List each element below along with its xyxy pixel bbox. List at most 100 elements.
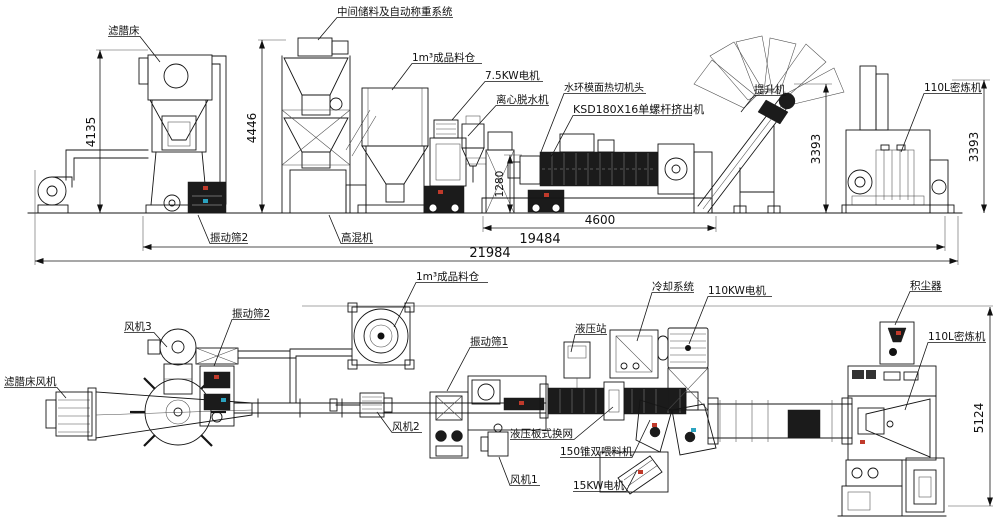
exhaust-blower-elev [37, 149, 149, 214]
fan2-label: 风机2 [392, 420, 420, 433]
extruder-label: KSD180X16单螺杆挤出机 [573, 102, 704, 116]
red-marker [652, 423, 657, 427]
feeder-150-plan [635, 367, 717, 456]
silo-plan-label: 1m³成品料仓 [416, 270, 480, 283]
centrifugal-dewater-elev [423, 115, 486, 214]
vibrating-screen-2-elev [163, 181, 227, 214]
red-marker [638, 470, 643, 474]
label-screen2-elev: 振动筛2 [197, 214, 248, 244]
fan-3-plan [147, 328, 197, 395]
dim-4135: 4135 [84, 49, 148, 213]
label-wax-bed: 滤腊床 [108, 24, 161, 63]
internal-mixer-plan [837, 365, 947, 517]
hydraulic-station-plan [563, 341, 591, 388]
label-fan3: 风机3 [124, 320, 168, 348]
dim-19484-text: 19484 [519, 232, 560, 247]
teal-marker [221, 398, 226, 402]
label-motor15: 15KW电机 [573, 469, 638, 492]
dust-collector-plan [879, 321, 915, 365]
red-marker [519, 401, 524, 405]
conveyor-plan [233, 398, 547, 418]
screen2-label: 振动筛2 [210, 231, 248, 244]
plan-view: 滤腊床风机 风机3 振动筛2 1m³成品料仓 振动筛1 液压站 冷却系统 11 [4, 270, 993, 517]
vibrating-screen-2-plan [195, 347, 239, 427]
label-dewater: 离心脱水机 [467, 93, 549, 137]
label-mixer-elev: 110L密炼机 [900, 81, 982, 153]
screen2-plan-label: 振动筛2 [232, 307, 270, 320]
hyd-station-label: 液压站 [575, 322, 607, 335]
mixer-label: 110L密炼机 [924, 81, 982, 94]
screen-changer-body [603, 381, 625, 421]
silo-pipes-plan [237, 348, 353, 404]
red-marker [203, 186, 208, 190]
label-motor110: 110KW电机 [688, 284, 772, 345]
dewater-plan [467, 375, 547, 431]
cooling-label: 冷却系统 [652, 280, 694, 293]
teal-marker [203, 199, 208, 203]
discharge-conveyor-plan [707, 397, 853, 445]
red-marker [860, 440, 865, 444]
dim-5124-text: 5124 [972, 403, 986, 434]
red-marker [544, 193, 549, 197]
elevator-label: 提升机 [754, 83, 786, 96]
fan3-label: 风机3 [124, 320, 152, 333]
dim-1280: 1280 [494, 154, 522, 213]
label-feeder150: 150锥双喂料机 [560, 419, 651, 458]
dim-4446: 4446 [245, 39, 286, 213]
fan1-label: 风机1 [510, 473, 538, 486]
elevator-elev [693, 35, 845, 214]
screen1-plan-label: 振动筛1 [470, 335, 508, 348]
dim-5124: 5124 [948, 307, 993, 507]
waxbed-fan-plan [45, 387, 97, 441]
internal-mixer-elev [841, 65, 955, 214]
red-marker [214, 375, 219, 379]
label-water-ring-head: 水环模面热切机头 [540, 81, 646, 153]
waxbed-fan-label: 滤腊床风机 [4, 375, 57, 388]
screen-changer-label: 液压板式换网 [510, 427, 573, 440]
label-cooling: 冷却系统 [636, 280, 694, 342]
dim-3393a-text: 3393 [809, 134, 823, 165]
teal-marker [691, 428, 696, 432]
label-motor-7-5kw: 7.5KW电机 [451, 69, 543, 121]
ksd-extruder-elev [481, 133, 713, 214]
label-product-silo-elev: 1m³成品料仓 [391, 51, 482, 91]
fan-1-plan [480, 423, 509, 457]
red-marker [896, 331, 901, 335]
dim-4135-text: 4135 [84, 117, 98, 148]
label-high-mixer: 高混机 [328, 214, 373, 244]
dim-21984: 21984 [34, 170, 959, 265]
label-fan1: 风机1 [498, 456, 540, 486]
motor-110kw-plan [657, 327, 709, 369]
label-silo-plan: 1m³成品料仓 [393, 270, 488, 328]
high-mixer-elev [289, 169, 367, 214]
label-hyd-station: 液压站 [570, 322, 607, 353]
dim-3393-right: 3393 [952, 79, 990, 213]
dim-21984-text: 21984 [469, 246, 510, 261]
label-screen-changer: 液压板式换网 [510, 406, 614, 440]
label-waxbed-fan: 滤腊床风机 [4, 375, 67, 399]
dim-3393-left: 3393 [794, 83, 832, 213]
dim-4446-text: 4446 [245, 113, 259, 144]
storage-system-label: 中间储料及自动称重系统 [337, 5, 453, 18]
label-extruder: KSD180X16单螺杆挤出机 [550, 102, 704, 158]
elevation-view: 滤腊床 中间储料及自动称重系统 1m³成品料仓 7.5KW电机 离心脱水机 水环… [27, 5, 990, 265]
cooling-system-plan [609, 329, 659, 379]
vibrating-screen-1-plan [429, 391, 469, 459]
dim-4600-text: 4600 [585, 213, 616, 227]
high-mixer-label: 高混机 [341, 231, 373, 244]
red-marker [438, 190, 443, 194]
label-mixer-plan: 110L密炼机 [904, 330, 986, 411]
storage-weighing-tower-elev [281, 37, 377, 214]
label-screen1-plan: 振动筛1 [446, 335, 508, 392]
product-silo-elev [357, 87, 431, 214]
motor-7-5kw-label: 7.5KW电机 [485, 69, 540, 82]
label-fan2: 风机2 [376, 411, 422, 433]
dim-4600: 4600 [482, 213, 717, 232]
motor110-label: 110KW电机 [708, 284, 766, 297]
fan-2-plan [329, 392, 393, 418]
wax-bed-label: 滤腊床 [108, 24, 140, 37]
dim-1280-text: 1280 [494, 171, 506, 198]
product-silo-plan [347, 302, 415, 370]
label-elevator: 提升机 [740, 83, 786, 113]
